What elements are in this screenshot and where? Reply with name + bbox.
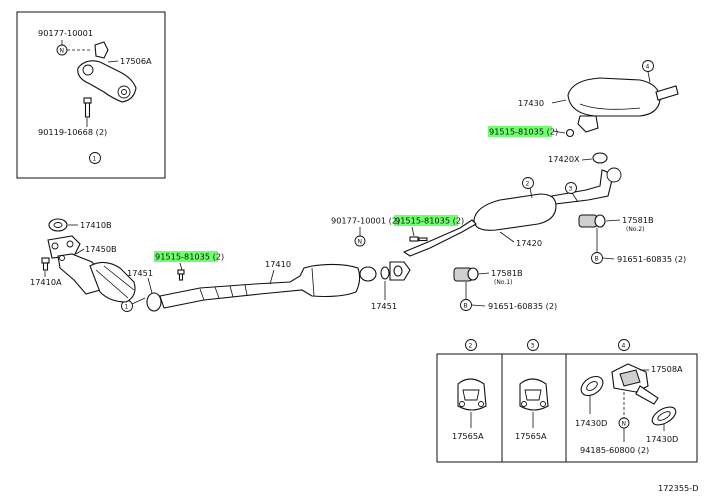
leader-line <box>552 130 566 134</box>
label-17451-b: 17451 <box>371 301 397 311</box>
diagram-code: 172355-D <box>658 483 699 493</box>
nut-part <box>565 128 575 138</box>
hanger-17565a-part <box>519 378 549 411</box>
leader-line <box>411 226 415 237</box>
marker-b-circle <box>460 299 472 311</box>
callout-3-detail: 3 <box>531 343 535 350</box>
hanger-17565a-part <box>457 378 487 411</box>
label-17581b-b: 17581B <box>622 215 654 225</box>
label-17506a: 17506A <box>120 56 152 66</box>
label-90119-10668: 90119-10668 (2) <box>38 127 107 137</box>
label-17420: 17420 <box>516 238 542 248</box>
label-17565a-a: 17565A <box>452 431 484 441</box>
muffler-17430-part <box>567 77 679 133</box>
label-17430: 17430 <box>518 98 544 108</box>
callout-3-circle <box>565 182 577 194</box>
callout-4-circle <box>642 60 654 72</box>
label-17565a-b: 17565A <box>515 431 547 441</box>
center-pipe-17420-part <box>402 167 622 257</box>
hanger-17581b-no1-part <box>453 267 479 282</box>
leader-line <box>147 277 153 294</box>
inset-bracket-frame <box>16 11 166 179</box>
label-90177-10001: 90177-10001 <box>38 28 93 38</box>
bolt-90119-part <box>83 97 92 118</box>
label-17420x: 17420X <box>548 154 580 164</box>
gasket-17420x-part <box>592 152 608 164</box>
label-17430d-a: 17430D <box>575 418 607 428</box>
bracket-17508a-part <box>611 363 659 405</box>
leader-line <box>581 158 593 161</box>
bolt-part <box>409 236 428 242</box>
leader-line <box>605 219 621 222</box>
bracket-17506a-part <box>77 41 137 103</box>
leader-line <box>269 269 275 285</box>
front-pipe-17410-part <box>146 263 361 312</box>
label-17508a: 17508A <box>651 364 683 374</box>
label-17410b: 17410B <box>80 220 112 230</box>
note-no1: (No.1) <box>494 279 512 286</box>
leader-line <box>179 262 183 271</box>
callout-1-circle <box>89 152 101 164</box>
marker-b-2: B <box>595 256 599 263</box>
leader-line <box>471 304 486 307</box>
highlight-bg <box>154 251 218 262</box>
note-no2: (No.2) <box>626 226 644 233</box>
gasket-17410b-part <box>48 218 68 232</box>
marker-n-3: N <box>622 421 627 428</box>
marker-b-1: B <box>464 303 468 310</box>
label-91651-60835-a: 91651-60835 (2) <box>488 301 557 311</box>
leader-line <box>529 187 533 199</box>
gasket-17430d-left-part <box>580 375 604 397</box>
callout-1: 1 <box>93 156 97 163</box>
bolt-part <box>177 269 185 281</box>
leader-line <box>499 231 515 243</box>
catalytic-converter-17450b-part <box>47 235 136 303</box>
callout-2-detail: 2 <box>469 343 473 350</box>
marker-b-circle <box>591 252 603 264</box>
callout-4-detail-circle <box>618 339 630 351</box>
callout-2-circle <box>522 177 534 189</box>
leader-line <box>602 257 615 260</box>
label-91651-60835-b: 91651-60835 (2) <box>617 254 686 264</box>
label-17410: 17410 <box>265 259 291 269</box>
leader-line <box>477 272 490 275</box>
label-91515-81035-a: 91515-81035 (2) <box>155 252 224 262</box>
nut-17410a-part <box>41 257 50 271</box>
leader-line <box>75 248 85 255</box>
label-17430d-b: 17430D <box>646 434 678 444</box>
callout-2: 2 <box>526 181 530 188</box>
callout-3: 3 <box>569 186 573 193</box>
leader-line <box>107 60 119 63</box>
label-17581b-a: 17581B <box>491 268 523 278</box>
gasket-17430d-right-part <box>651 406 677 426</box>
leader-line <box>647 71 651 83</box>
callout-1b: 1 <box>125 304 129 311</box>
detail-frame <box>436 353 698 463</box>
marker-n-2: N <box>358 239 363 246</box>
label-91515-81035-b: 91515-81035 (2) <box>395 216 464 226</box>
label-17450b: 17450B <box>85 244 117 254</box>
leader-line <box>571 192 579 203</box>
callout-4: 4 <box>646 64 650 71</box>
label-17451-a: 17451 <box>127 268 153 278</box>
marker-n: N <box>60 48 65 55</box>
label-94185-60800: 94185-60800 (2) <box>580 445 649 455</box>
leader-line <box>551 99 567 104</box>
label-90177-10001-2: 90177-10001 (2) <box>331 216 400 226</box>
callout-4-detail: 4 <box>622 343 626 350</box>
label-17410a: 17410A <box>30 277 62 287</box>
highlight-bg <box>488 126 552 137</box>
gasket-17451-part <box>359 261 411 282</box>
highlight-bg <box>394 215 458 226</box>
callout-2-detail-circle <box>465 339 477 351</box>
hanger-17581b-no2-part <box>578 214 606 228</box>
label-91515-81035-c: 91515-81035 (2) <box>489 127 558 137</box>
callout-3-detail-circle <box>527 339 539 351</box>
leader-line <box>131 297 146 305</box>
marker-n-circle <box>354 235 366 247</box>
